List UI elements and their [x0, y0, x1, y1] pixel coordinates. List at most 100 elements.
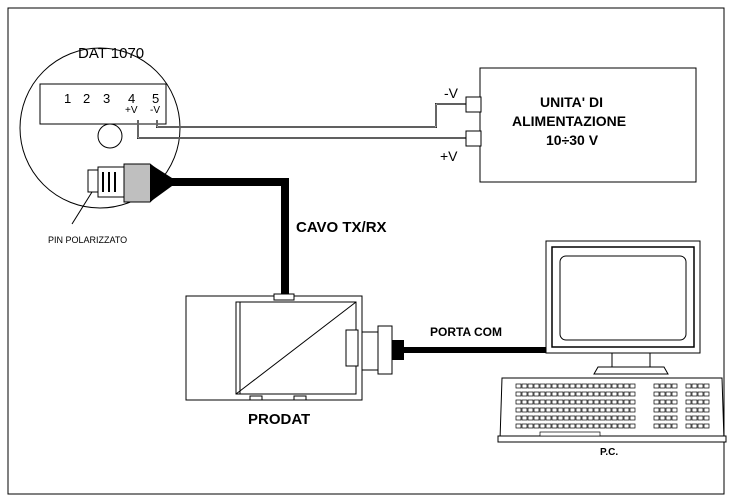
dat-hole: [97, 123, 123, 149]
terminal-1: 1: [64, 91, 72, 106]
connector-plug: [87, 163, 172, 203]
terminal-5-sign: -V: [150, 105, 160, 116]
keyboard-key: [671, 415, 678, 421]
keyboard-key: [539, 423, 546, 429]
keyboard-key: [703, 391, 710, 397]
keyboard-key: [611, 399, 618, 405]
keyboard-key: [671, 383, 678, 389]
keyboard-key: [539, 391, 546, 397]
keyboard-key: [563, 383, 570, 389]
keyboard-key: [611, 407, 618, 413]
keyboard-key: [617, 407, 624, 413]
keyboard-key: [685, 399, 692, 405]
neg-terminal: [465, 96, 482, 113]
keyboard-key: [703, 415, 710, 421]
keyboard-key: [569, 399, 576, 405]
keyboard-key: [539, 415, 546, 421]
terminal-3: 3: [103, 91, 111, 106]
terminal-5: 5: [152, 91, 160, 106]
keyboard-key: [593, 383, 600, 389]
keyboard-key: [593, 391, 600, 397]
keyboard-key: [539, 431, 601, 437]
keyboard-key: [671, 423, 678, 429]
keyboard-key: [617, 399, 624, 405]
keyboard-key: [575, 415, 582, 421]
keyboard-key: [629, 423, 636, 429]
keyboard-key: [691, 391, 698, 397]
keyboard-key: [557, 383, 564, 389]
keyboard-key: [521, 391, 528, 397]
terminal-4: 4: [128, 91, 136, 106]
pc-monitor: [545, 240, 701, 375]
keyboard-key: [599, 423, 606, 429]
keyboard-key: [593, 407, 600, 413]
keyboard-key: [623, 423, 630, 429]
keyboard-key: [545, 399, 552, 405]
power-supply-line3: 10÷30 V: [546, 132, 599, 148]
keyboard-key: [527, 415, 534, 421]
keyboard-key: [557, 391, 564, 397]
keyboard-key: [703, 407, 710, 413]
keyboard-key: [581, 423, 588, 429]
keyboard-key: [581, 383, 588, 389]
keyboard-key: [593, 415, 600, 421]
keyboard-key: [659, 407, 666, 413]
keyboard-key: [521, 415, 528, 421]
keyboard-key: [691, 423, 698, 429]
prodat-box: [185, 293, 363, 401]
keyboard-key: [527, 407, 534, 413]
power-wires: [137, 103, 468, 139]
keyboard-key: [527, 423, 534, 429]
keyboard-key: [697, 391, 704, 397]
keyboard-key: [515, 423, 522, 429]
keyboard-key: [599, 391, 606, 397]
keyboard-key: [569, 423, 576, 429]
keyboard-key: [581, 407, 588, 413]
keyboard-key: [587, 423, 594, 429]
keyboard-key: [533, 423, 540, 429]
keyboard-key: [569, 391, 576, 397]
keyboard-key: [533, 415, 540, 421]
keyboard-key: [703, 423, 710, 429]
keyboard-key: [575, 383, 582, 389]
keyboard-key: [697, 423, 704, 429]
keyboard-key: [551, 399, 558, 405]
keyboard-key: [605, 415, 612, 421]
keyboard-key: [671, 391, 678, 397]
keyboard-key: [659, 415, 666, 421]
keyboard-keys: [515, 383, 710, 437]
keyboard-key: [551, 423, 558, 429]
com-connector: [361, 325, 404, 375]
keyboard-key: [685, 407, 692, 413]
cable-label: CAVO TX/RX: [296, 219, 387, 236]
keyboard-key: [691, 407, 698, 413]
keyboard-key: [599, 415, 606, 421]
keyboard-key: [697, 407, 704, 413]
keyboard-key: [671, 407, 678, 413]
keyboard-key: [685, 415, 692, 421]
keyboard-key: [539, 399, 546, 405]
keyboard-key: [685, 383, 692, 389]
keyboard-key: [527, 383, 534, 389]
keyboard-key: [587, 391, 594, 397]
keyboard-key: [697, 399, 704, 405]
keyboard-key: [569, 407, 576, 413]
keyboard-key: [563, 423, 570, 429]
keyboard-key: [629, 383, 636, 389]
keyboard-key: [533, 407, 540, 413]
keyboard-key: [575, 407, 582, 413]
keyboard-key: [611, 391, 618, 397]
keyboard-key: [617, 423, 624, 429]
pin-label: PIN POLARIZZATO: [48, 235, 128, 245]
keyboard-key: [629, 407, 636, 413]
diagram-frame: [7, 7, 725, 495]
terminal-block: [39, 83, 167, 125]
keyboard-key: [581, 415, 588, 421]
keyboard-key: [653, 399, 660, 405]
keyboard-key: [575, 391, 582, 397]
keyboard-key: [569, 415, 576, 421]
keyboard-key: [551, 415, 558, 421]
keyboard-key: [587, 383, 594, 389]
keyboard-key: [665, 407, 672, 413]
